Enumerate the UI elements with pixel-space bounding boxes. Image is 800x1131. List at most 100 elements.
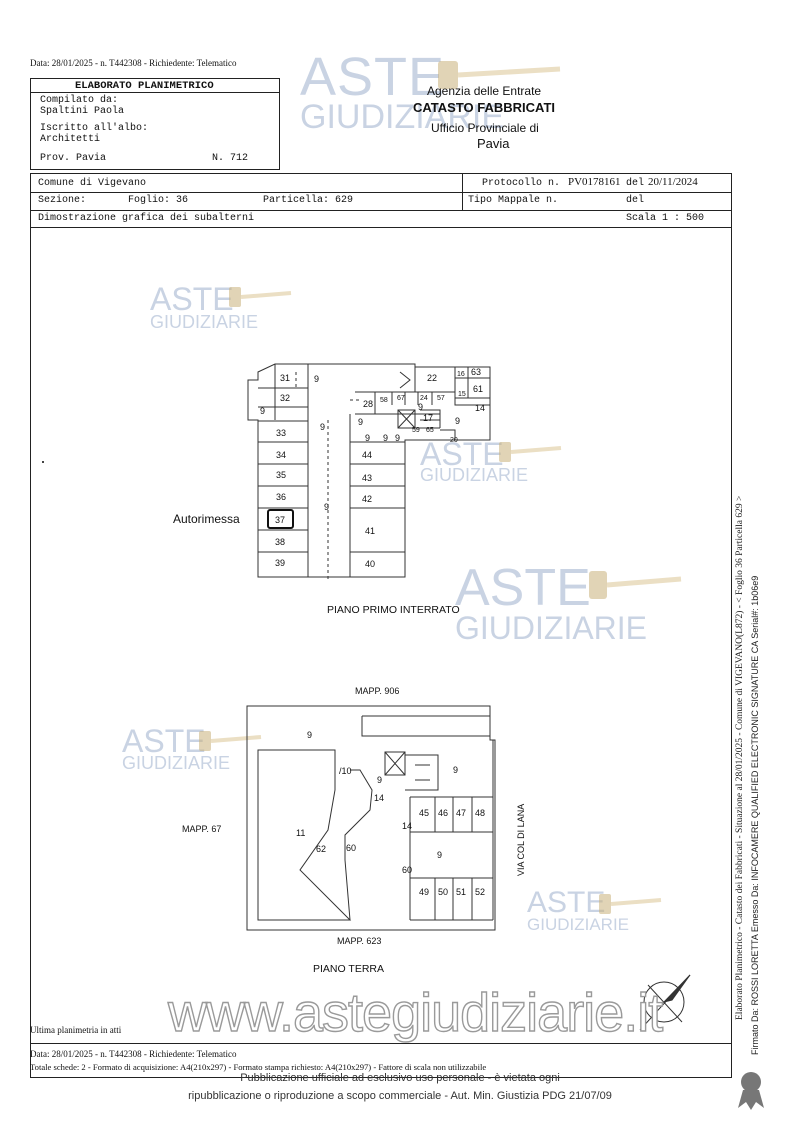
plan-label: 42 [362, 494, 372, 504]
plan-label: 39 [275, 558, 285, 568]
plan-label: 22 [427, 373, 437, 383]
iscritto-value: Architetti [40, 134, 101, 145]
plan-label: 58 [380, 397, 388, 404]
header-left-box [30, 78, 280, 170]
plan-label: 9 [395, 433, 400, 443]
plan-label: 9 [307, 730, 312, 740]
compilato-name: Spaltini Paola [40, 106, 125, 117]
watermark-aste-5: ASTE [527, 886, 606, 919]
north-arrow-icon [639, 974, 691, 1031]
plan-label: 9 [455, 416, 460, 426]
plan-label: 47 [456, 808, 466, 818]
side-text-firmato: Firmato Da: ROSSI LORETTA Emesso Da: INF… [750, 575, 760, 1055]
plan-label: 9 [260, 406, 265, 416]
plan-label: 59 [412, 427, 420, 434]
plan-label: 60 [402, 865, 412, 875]
plan-label: 48 [475, 808, 485, 818]
plan-label: 32 [280, 393, 290, 403]
ultima-planimetria: Ultima planimetria in atti [30, 1025, 122, 1035]
gavel-watermark-icon [589, 571, 682, 599]
plan-label: 9 [365, 433, 370, 443]
plan-label: 9 [324, 502, 329, 512]
plan-label: 67 [397, 395, 405, 402]
plan-label: 9 [437, 850, 442, 860]
plan-label: 15 [458, 391, 466, 398]
scala-label: Scala 1 : 500 [626, 213, 705, 224]
footer-totale-line: Totale schede: 2 - Formato di acquisizio… [30, 1062, 487, 1072]
watermark-site-url: www.astegiudiziarie.it [167, 982, 664, 1043]
gavel-watermark-icon [199, 731, 262, 751]
watermark-aste-4: ASTE [122, 723, 206, 759]
watermark-giudiziarie-1: GIUDIZIARIE [150, 312, 259, 332]
plan-label: 40 [365, 559, 375, 569]
via-col-di-lana-label: VIA COL DI LANA [516, 804, 526, 876]
catasto-name: CATASTO FABBRICATI [413, 100, 556, 115]
watermark-aste-2: ASTE [420, 436, 504, 472]
plan-label: 41 [365, 526, 375, 536]
plan-label: 34 [276, 450, 286, 460]
plan-label: 45 [419, 808, 429, 818]
plan-label: 43 [362, 473, 372, 483]
watermark-giudiziarie-3: GIUDIZIARIE [455, 610, 648, 646]
foglio-label: Foglio: 36 [128, 195, 189, 206]
watermark-aste-1: ASTE [150, 281, 234, 317]
top-request-line: Data: 28/01/2025 - n. T442308 - Richiede… [30, 58, 237, 68]
plan-label: 9 [358, 417, 363, 427]
compilato-label: Compilato da: [40, 95, 119, 106]
upper-plan-caption: PIANO PRIMO INTERRATO [327, 604, 460, 616]
plan-label: 11 [296, 828, 305, 838]
plan-label: /10 [339, 766, 352, 776]
plan-label: 16 [457, 371, 465, 378]
tipo-mappale-label: Tipo Mappale n. [468, 195, 559, 206]
plan-label: 17 [423, 413, 433, 423]
publication-notice-2: ripubblicazione o riproduzione a scopo c… [188, 1090, 612, 1102]
plan-label: 65 [426, 427, 434, 434]
watermark-giudiziarie-2: GIUDIZIARIE [420, 465, 529, 485]
side-text-elaborato: Elaborato Planimetrico - Catasto dei Fab… [735, 495, 745, 1020]
plan-label: 61 [473, 384, 483, 394]
watermark-aste-3: ASTE [455, 559, 591, 617]
seal-icon [738, 1072, 764, 1110]
gavel-watermark-icon [599, 894, 662, 914]
plan-label: 31 [280, 373, 290, 383]
plan-label: 35 [276, 470, 286, 480]
mapp-906-label: MAPP. 906 [355, 686, 399, 696]
plan-label: 38 [275, 537, 285, 547]
comune-label: Comune di Vigevano [38, 178, 147, 189]
sezione-label: Sezione: [38, 195, 87, 206]
publication-notice-1: Pubblicazione ufficiale ad esclusivo uso… [240, 1072, 560, 1084]
del2-label: del [626, 195, 645, 206]
watermark-aste-header: ASTE [300, 47, 446, 107]
iscritto-label: Iscritto all'albo: [40, 123, 149, 134]
plan-label: 9 [377, 775, 382, 785]
autorimessa-label: Autorimessa [173, 512, 240, 526]
upper-plan-outline [247, 363, 491, 578]
plan-label: 28 [363, 399, 373, 409]
plan-label: 33 [276, 428, 286, 438]
plan-label: 46 [438, 808, 448, 818]
header-title: ELABORATO PLANIMETRICO [75, 80, 214, 92]
numero-label: N. 712 [212, 153, 249, 164]
city-name: Pavia [477, 136, 510, 151]
gavel-watermark-icon [229, 287, 292, 307]
watermark-giudiziarie-header: GIUDIZIARIE [300, 98, 505, 136]
plan-label: 52 [475, 887, 485, 897]
prov-label: Prov. Pavia [40, 153, 107, 164]
plan-label: 9 [383, 433, 388, 443]
lower-plan-outline [246, 705, 496, 931]
particella-label: Particella: 629 [263, 195, 354, 206]
slot-37-highlight [267, 509, 294, 529]
dimostrazione-label: Dimostrazione grafica dei subalterni [38, 213, 255, 224]
plan-label: 57 [437, 395, 445, 402]
plan-label: 9 [453, 765, 458, 775]
footer-data-line: Data: 28/01/2025 - n. T442308 - Richiede… [30, 1049, 237, 1059]
main-frame [30, 173, 732, 1078]
plan-label: 37 [275, 515, 285, 525]
plan-label: 63 [471, 367, 481, 377]
gavel-watermark-icon [499, 442, 562, 462]
plan-label: 36 [276, 492, 286, 502]
plan-label: 51 [456, 887, 466, 897]
plan-label: 24 [420, 395, 428, 402]
